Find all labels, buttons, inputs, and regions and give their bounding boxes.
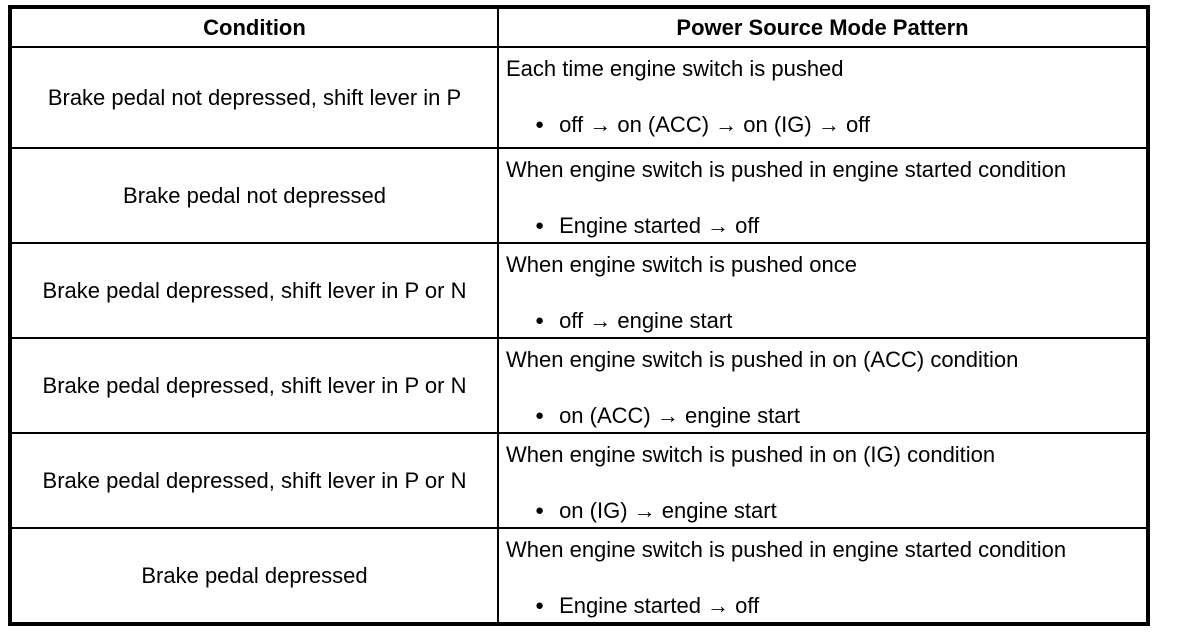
pattern-heading: When engine switch is pushed once — [506, 252, 857, 277]
column-header-condition: Condition — [9, 6, 499, 48]
pattern-heading: When engine switch is pushed in on (ACC)… — [506, 347, 1019, 372]
pattern-bullet-line: ● off → on (ACC) → on (IG) → off — [506, 111, 1142, 138]
table-row: Brake pedal depressed, shift lever in P … — [9, 242, 1149, 339]
table-row: Brake pedal not depressed, shift lever i… — [9, 46, 1149, 149]
pattern-heading: Each time engine switch is pushed — [506, 56, 844, 81]
header-row: Condition Power Source Mode Pattern — [9, 6, 1149, 48]
condition-cell: Brake pedal depressed, shift lever in P … — [9, 432, 499, 529]
pattern-cell: When engine switch is pushed once ● off … — [497, 242, 1149, 339]
bullet-icon: ● — [535, 407, 545, 424]
condition-cell: Brake pedal depressed, shift lever in P … — [9, 337, 499, 434]
bullet-icon: ● — [535, 116, 545, 133]
bullet-icon: ● — [535, 217, 545, 234]
pattern-heading: When engine switch is pushed in engine s… — [506, 537, 1067, 562]
pattern-bullet-line: ● Engine started → off — [506, 212, 1142, 239]
table-row: Brake pedal depressed, shift lever in P … — [9, 337, 1149, 434]
table-row: Brake pedal depressed When engine switch… — [9, 527, 1149, 625]
condition-cell: Brake pedal depressed — [9, 527, 499, 625]
bullet-icon: ● — [535, 312, 545, 329]
power-source-mode-table: Condition Power Source Mode Pattern Brak… — [8, 5, 1150, 626]
pattern-cell: Each time engine switch is pushed ● off … — [497, 46, 1149, 149]
condition-cell: Brake pedal depressed, shift lever in P … — [9, 242, 499, 339]
condition-cell: Brake pedal not depressed — [9, 147, 499, 244]
pattern-bullet-text: on (ACC) → engine start — [559, 402, 800, 428]
pattern-cell: When engine switch is pushed in on (ACC)… — [497, 337, 1149, 434]
pattern-bullet-text: on (IG) → engine start — [559, 497, 777, 523]
pattern-bullet-line: ● Engine started → off — [506, 592, 1142, 619]
pattern-bullet-line: ● on (ACC) → engine start — [506, 402, 1142, 429]
column-header-power-source-mode-pattern: Power Source Mode Pattern — [497, 6, 1149, 48]
pattern-cell: When engine switch is pushed in engine s… — [497, 147, 1149, 244]
pattern-heading: When engine switch is pushed in on (IG) … — [506, 442, 996, 467]
pattern-bullet-text: off → engine start — [559, 307, 733, 333]
pattern-bullet-text: Engine started → off — [559, 212, 760, 238]
condition-cell: Brake pedal not depressed, shift lever i… — [9, 46, 499, 149]
pattern-bullet-line: ● on (IG) → engine start — [506, 497, 1142, 524]
table-row: Brake pedal not depressed When engine sw… — [9, 147, 1149, 244]
pattern-bullet-line: ● off → engine start — [506, 307, 1142, 334]
pattern-cell: When engine switch is pushed in on (IG) … — [497, 432, 1149, 529]
pattern-heading: When engine switch is pushed in engine s… — [506, 157, 1067, 182]
pattern-bullet-text: off → on (ACC) → on (IG) → off — [559, 111, 871, 137]
pattern-bullet-text: Engine started → off — [559, 592, 760, 618]
pattern-cell: When engine switch is pushed in engine s… — [497, 527, 1149, 625]
bullet-icon: ● — [535, 597, 545, 614]
bullet-icon: ● — [535, 502, 545, 519]
table-row: Brake pedal depressed, shift lever in P … — [9, 432, 1149, 529]
